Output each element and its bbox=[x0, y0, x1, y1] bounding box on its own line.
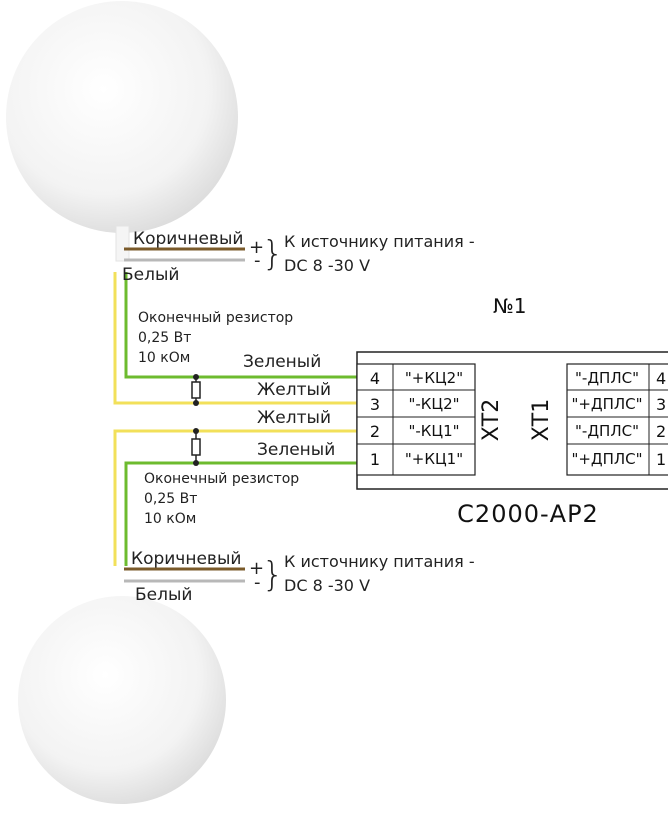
terminal-block-xt1: "-ДПЛС" 4 "+ДПЛС" 3 "-ДПЛС" 2 "+ДПЛС" 1 bbox=[566, 363, 668, 476]
detector-top bbox=[6, 1, 238, 262]
resistor-bottom-line2: 0,25 Вт bbox=[144, 491, 197, 507]
top-minus-sign: - bbox=[254, 250, 261, 271]
top-wire-brown-label: Коричневый bbox=[133, 229, 243, 249]
xt2-pin: 4 bbox=[370, 369, 380, 388]
top-wire-white-label: Белый bbox=[122, 265, 179, 285]
xt2-label: ХТ2 bbox=[479, 399, 504, 442]
bottom-power-line1: К источнику питания - bbox=[284, 552, 475, 571]
xt2-signal: "-КЦ2" bbox=[408, 395, 459, 413]
wire-label-green-bottom: Зеленый bbox=[257, 440, 335, 460]
bottom-wire-white-label: Белый bbox=[135, 585, 192, 605]
xt2-pin: 3 bbox=[370, 395, 380, 414]
xt1-pin: 1 bbox=[656, 450, 666, 469]
xt2-pin: 1 bbox=[370, 450, 380, 469]
bottom-plus-sign: + bbox=[249, 558, 264, 579]
signal-wires bbox=[113, 272, 357, 566]
resistor-top-line1: Оконечный резистор bbox=[138, 310, 293, 326]
detector-bottom bbox=[18, 596, 226, 804]
module-c2000-ar2: №1 4 "+КЦ2" 3 "-КЦ2" 2 "-КЦ1" 1 "+КЦ1" Х… bbox=[356, 294, 668, 528]
resistor-bottom-symbol bbox=[191, 428, 201, 466]
resistor-bottom-line3: 10 кОм bbox=[144, 511, 196, 527]
module-number: №1 bbox=[493, 294, 527, 318]
top-power-line2: DC 8 -30 V bbox=[284, 256, 370, 275]
bottom-wire-brown-label: Коричневый bbox=[131, 549, 241, 569]
wire-label-yellow-bottom: Желтый bbox=[257, 408, 331, 428]
xt1-label: ХТ1 bbox=[529, 399, 554, 442]
resistor-top-symbol bbox=[191, 374, 201, 406]
terminal-block-xt2: 4 "+КЦ2" 3 "-КЦ2" 2 "-КЦ1" 1 "+КЦ1" bbox=[356, 363, 476, 476]
xt1-signal: "-ДПЛС" bbox=[575, 369, 639, 387]
top-plus-sign: + bbox=[249, 237, 264, 258]
top-power-wires bbox=[124, 247, 245, 262]
bottom-brace: } bbox=[262, 555, 284, 595]
module-name: С2000-АР2 bbox=[457, 500, 599, 528]
xt2-pin: 2 bbox=[370, 422, 380, 441]
wire-label-green-top: Зеленый bbox=[243, 352, 321, 372]
bottom-power-line2: DC 8 -30 V bbox=[284, 576, 370, 595]
xt1-pin: 2 bbox=[656, 422, 666, 441]
xt1-pin: 3 bbox=[656, 395, 666, 414]
xt1-signal: "+ДПЛС" bbox=[571, 450, 642, 468]
resistor-top-line2: 0,25 Вт bbox=[138, 330, 191, 346]
xt1-signal: "-ДПЛС" bbox=[575, 422, 639, 440]
xt1-signal: "+ДПЛС" bbox=[571, 395, 642, 413]
xt1-pin: 4 bbox=[656, 369, 666, 388]
xt2-signal: "+КЦ2" bbox=[405, 369, 463, 387]
xt2-signal: "-КЦ1" bbox=[408, 422, 459, 440]
resistor-top-line3: 10 кОм bbox=[138, 350, 190, 366]
xt2-signal: "+КЦ1" bbox=[405, 450, 463, 468]
bottom-power-wires bbox=[124, 567, 245, 583]
top-brace: } bbox=[262, 234, 284, 274]
resistor-bottom-line1: Оконечный резистор bbox=[144, 471, 299, 487]
bottom-minus-sign: - bbox=[254, 572, 261, 593]
top-power-line1: К источнику питания - bbox=[284, 232, 475, 251]
wire-label-yellow-top: Желтый bbox=[257, 380, 331, 400]
